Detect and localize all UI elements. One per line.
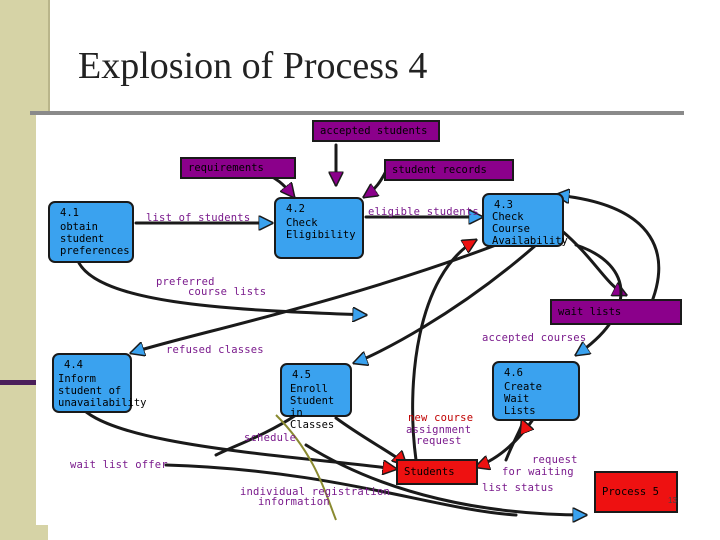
slide-title: Explosion of Process 4 [78, 45, 428, 87]
store-student-records: student records [384, 159, 514, 181]
flow-students-to-43 [411, 240, 476, 462]
process-4-5: 4.5 Enroll Student in Classes [280, 363, 352, 431]
label-list-of-students: list of students [146, 212, 251, 224]
label-refused-classes: refused classes [166, 344, 264, 356]
flow-43-to-46 [576, 243, 623, 355]
store-requirements: requirements [180, 157, 296, 179]
flow-44-to-students [74, 398, 396, 469]
flow-records-to-42 [364, 169, 388, 197]
process-4-3: 4.3 Check Course Availability [482, 193, 568, 247]
flow-waitlist-offer [164, 463, 518, 517]
flow-to-process5 [304, 443, 586, 515]
flow-41-to-preferred [74, 253, 366, 315]
flow-43-to-45 [354, 243, 538, 363]
external-students: Students [396, 459, 478, 485]
label-request-waiting-2: for waiting [502, 466, 574, 478]
flow-43-to-waitlists [559, 228, 626, 297]
process-4-6: 4.6 Create Wait Lists [492, 361, 580, 421]
label-individual-registration-1: individual registration [240, 486, 390, 498]
label-accepted-courses: accepted courses [482, 332, 587, 344]
process-4-4: 4.4 Inform student of unavailability [52, 353, 147, 413]
label-new-course-3: request [416, 435, 462, 447]
label-request-waiting-1: request [532, 454, 578, 466]
flow-43-to-44 [131, 243, 498, 353]
label-request-waiting-3: list status [482, 482, 554, 494]
process-4-2: 4.2 Check Eligibility [274, 197, 364, 259]
page-number: 13 [668, 496, 677, 505]
flow-students-to-46 [504, 420, 522, 462]
flow-olive [275, 414, 337, 521]
store-accepted-students: accepted students [312, 120, 440, 142]
label-preferred-2: course lists [188, 286, 267, 298]
label-preferred-1: preferred [156, 276, 215, 288]
label-new-course-1: new course [408, 412, 474, 424]
label-eligible-students: eligible students [368, 206, 479, 218]
dfd-diagram: accepted students requirements student r… [36, 115, 686, 525]
external-process-5: Process 5 [594, 471, 678, 513]
title-underline [30, 111, 684, 115]
label-schedule: schedule [244, 432, 297, 444]
left-accent-rule [0, 380, 70, 385]
label-new-course-2: assignment [406, 424, 472, 436]
flow-schedule [214, 413, 298, 457]
flow-46-to-43 [556, 195, 661, 317]
label-wait-list-offer: wait list offer [70, 459, 168, 471]
label-individual-registration-2: information [258, 496, 330, 508]
store-wait-lists: wait lists [550, 299, 682, 325]
process-4-1: 4.1 obtain student preferences [48, 201, 134, 263]
